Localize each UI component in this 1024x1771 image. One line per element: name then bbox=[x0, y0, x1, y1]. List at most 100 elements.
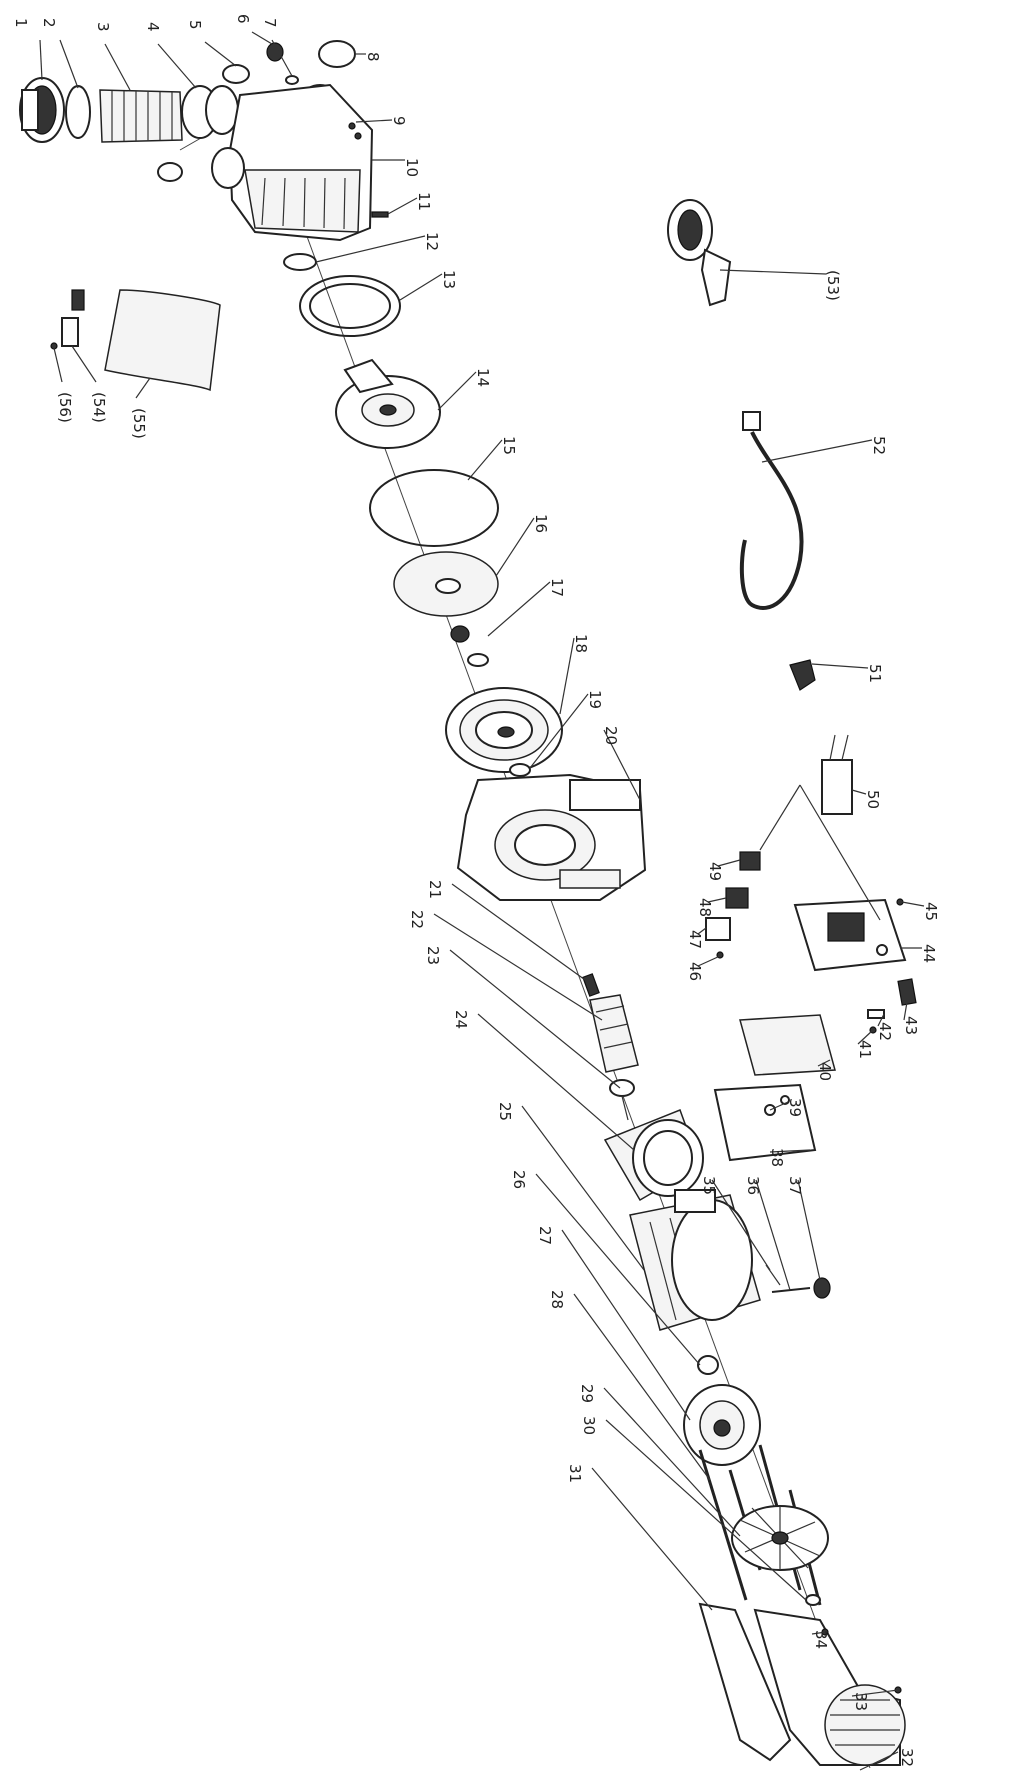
label-p18: 18 bbox=[572, 634, 590, 653]
label-p50: 50 bbox=[864, 790, 882, 809]
leader-p49 bbox=[717, 859, 741, 867]
leader-p41 bbox=[857, 1029, 874, 1045]
leader-p19 bbox=[529, 693, 589, 769]
label-p36: 36 bbox=[744, 1176, 762, 1195]
label-p54: (54) bbox=[90, 392, 108, 423]
part-11-clip bbox=[371, 211, 389, 218]
part-24-stator bbox=[603, 1109, 704, 1202]
part-53-wrench bbox=[667, 199, 732, 307]
label-p16: 16 bbox=[532, 514, 550, 533]
leader-p52 bbox=[761, 439, 873, 463]
leader-p45 bbox=[901, 901, 925, 907]
label-p41: 41 bbox=[856, 1040, 874, 1059]
part-4-housing-neck bbox=[181, 85, 239, 139]
label-p38: 38 bbox=[768, 1148, 786, 1167]
leader-p56 bbox=[53, 347, 63, 383]
label-p37: 37 bbox=[786, 1176, 804, 1195]
part-8-cap bbox=[318, 40, 356, 68]
part-inlet-plug bbox=[157, 162, 183, 182]
label-p32: 32 bbox=[898, 1748, 916, 1767]
leader-p39 bbox=[769, 1101, 789, 1111]
leader-p3 bbox=[104, 43, 131, 91]
leader-p35 bbox=[711, 1179, 771, 1271]
part-38-terminal-box bbox=[713, 1083, 817, 1162]
label-p24: 24 bbox=[452, 1010, 470, 1029]
label-p12: 12 bbox=[423, 232, 441, 251]
part-17-nut-washer bbox=[450, 625, 489, 667]
part-2-oring bbox=[65, 85, 91, 139]
label-p2: 2 bbox=[40, 18, 58, 28]
leader-p28 bbox=[573, 1293, 711, 1481]
part-44-terminal-lid bbox=[793, 898, 907, 972]
part-42-clip bbox=[867, 1009, 885, 1019]
label-p8: 8 bbox=[364, 52, 382, 62]
part-20-motor-bracket bbox=[456, 773, 647, 901]
part-3-filter bbox=[99, 89, 183, 143]
label-p48: 48 bbox=[696, 898, 714, 917]
leader-p25 bbox=[521, 1105, 645, 1271]
leader-p29 bbox=[603, 1387, 741, 1537]
label-p31: 31 bbox=[566, 1464, 584, 1483]
leader-p26 bbox=[535, 1173, 701, 1366]
leader-p24 bbox=[477, 1013, 635, 1151]
leader-p27 bbox=[561, 1229, 691, 1421]
part-14-diffuser bbox=[335, 358, 441, 449]
label-p3: 3 bbox=[94, 22, 112, 32]
label-p20: 20 bbox=[602, 726, 620, 745]
label-p51: 51 bbox=[866, 664, 884, 683]
part-47-switch bbox=[705, 917, 731, 941]
label-p15: 15 bbox=[500, 436, 518, 455]
label-p7: 7 bbox=[261, 18, 279, 28]
label-p28: 28 bbox=[548, 1290, 566, 1309]
leader-p40 bbox=[817, 1059, 831, 1067]
part-1-cap bbox=[19, 77, 65, 143]
label-p27: 27 bbox=[536, 1226, 554, 1245]
leader-p36 bbox=[755, 1179, 791, 1291]
label-p46: 46 bbox=[686, 962, 704, 981]
label-p39: 39 bbox=[786, 1098, 804, 1117]
part-25-motor-housing bbox=[629, 1189, 761, 1331]
part-50-capacitor bbox=[821, 734, 853, 815]
leader-p31 bbox=[591, 1467, 713, 1611]
label-p56: (56) bbox=[56, 392, 74, 423]
leader-p30 bbox=[605, 1419, 807, 1601]
part-21-23-rotor bbox=[582, 973, 639, 1121]
label-p44: 44 bbox=[920, 944, 938, 963]
label-p43: 43 bbox=[902, 1016, 920, 1035]
label-p5: 5 bbox=[186, 20, 204, 30]
label-p33: 33 bbox=[852, 1692, 870, 1711]
part-30-washer bbox=[805, 1594, 821, 1606]
leader-p48 bbox=[707, 897, 727, 903]
part-27-end-shield bbox=[683, 1384, 761, 1466]
part-26-washer bbox=[697, 1355, 719, 1375]
part-31-handle-cover bbox=[698, 1602, 792, 1762]
leader-p15 bbox=[467, 439, 503, 481]
label-p13: 13 bbox=[440, 270, 458, 289]
label-p6: 6 bbox=[234, 14, 252, 24]
leader-p53 bbox=[719, 269, 827, 275]
part-54-clamp-bracket bbox=[61, 289, 85, 347]
label-p45: 45 bbox=[922, 902, 940, 921]
leader-p33 bbox=[851, 1689, 899, 1697]
label-p9: 9 bbox=[390, 116, 408, 126]
wire-49b bbox=[799, 784, 881, 921]
leader-p16 bbox=[495, 517, 535, 577]
part-40-cover-plate bbox=[739, 1014, 836, 1076]
part-5-plug bbox=[222, 64, 250, 84]
leader-p51 bbox=[811, 663, 869, 669]
label-p17: 17 bbox=[548, 578, 566, 597]
leader-p2 bbox=[59, 39, 79, 89]
part-18-diaphragm bbox=[445, 687, 563, 773]
part-48-switch bbox=[725, 887, 749, 909]
label-p19: 19 bbox=[586, 690, 604, 709]
leader-p32 bbox=[859, 1751, 899, 1771]
label-p47: 47 bbox=[686, 930, 704, 949]
label-p30: 30 bbox=[580, 1416, 598, 1435]
part-10-pump-body bbox=[211, 83, 374, 242]
leader-p42 bbox=[877, 1013, 885, 1027]
leader-p17 bbox=[487, 581, 551, 637]
leader-p5 bbox=[204, 41, 237, 67]
leader-p13 bbox=[399, 273, 443, 301]
part-15-large-oring bbox=[369, 469, 499, 547]
